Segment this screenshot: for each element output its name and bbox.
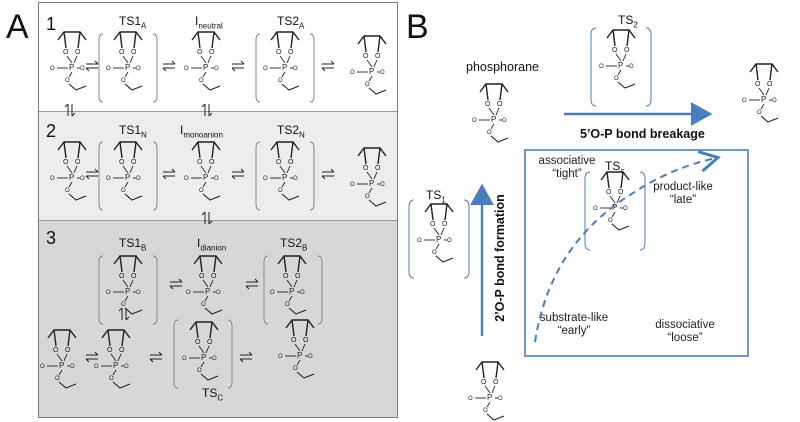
reaction-path-dashed <box>534 150 721 343</box>
phosphorane-structure <box>471 83 509 143</box>
row-2-ts1-structure <box>105 141 143 201</box>
row-3-eq-1 <box>169 278 183 290</box>
row-3-ts1-label: TS1B <box>119 236 147 253</box>
row-1-ts2-label: TS2A <box>277 14 305 31</box>
tsc-structure <box>592 171 630 231</box>
row-2-product <box>349 147 387 207</box>
ts2-label: TS2 <box>618 13 638 30</box>
reaction-space-box <box>524 149 749 357</box>
row-3-second-species <box>93 329 131 389</box>
row-1-intermediate-label: Ineutral <box>195 14 223 31</box>
row-1-eq-4 <box>321 60 335 72</box>
row-2-number: 2 <box>46 121 57 141</box>
row-2-eq-2 <box>162 168 176 180</box>
row-1-2-eq-mid <box>201 103 213 117</box>
product-like-label: product-like“late” <box>653 181 713 206</box>
row-2-intermediate-label: Imonoanion <box>180 123 223 140</box>
row-3-intermediate-structure <box>185 255 223 315</box>
ts1-structure <box>416 203 454 263</box>
row-1-2-eq <box>64 103 76 117</box>
ts2-structure <box>598 29 636 89</box>
row-1-product <box>349 35 387 95</box>
row-2-ts1-label: TS1N <box>119 123 147 140</box>
panel-b-letter: B <box>406 8 429 46</box>
row-3-ts2-label: TS2B <box>280 236 308 253</box>
panel-a-structures: O O P O O O <box>39 31 387 389</box>
row-3-eq-3 <box>85 351 99 363</box>
row-3-eq-4 <box>149 351 163 363</box>
row-3-tsc-structure <box>181 321 219 381</box>
row-3-ts2-structure <box>269 255 307 315</box>
panel-b-diagram: O O P O O O <box>408 27 779 421</box>
product-structure <box>741 63 779 123</box>
row-3-eq-2 <box>245 278 259 290</box>
row-1-eq-1 <box>85 60 99 72</box>
row-3-product <box>277 319 315 379</box>
row-1-intermediate-structure <box>183 31 221 91</box>
row-1-ts1-structure <box>105 31 143 91</box>
substrate-like-label: substrate-like“early” <box>539 312 609 337</box>
row-2-reactant <box>49 141 87 201</box>
row-3-intermediate-label: Idianion <box>197 236 227 253</box>
associative-label: associative“tight” <box>538 155 596 180</box>
row-2-eq-4 <box>321 168 335 180</box>
row-1-eq-2 <box>162 60 176 72</box>
row-2-ts2-label: TS2N <box>277 123 305 140</box>
row-3-number: 3 <box>46 228 57 248</box>
row-2-ts2-structure <box>262 141 300 201</box>
panel-a-letter: A <box>6 8 29 46</box>
row-3-eq-5 <box>239 351 253 363</box>
row-1-ts2-structure <box>262 31 300 91</box>
tsc-label: TSc <box>605 159 625 176</box>
row-1-number: 1 <box>46 14 57 34</box>
row-2-eq-1 <box>85 168 99 180</box>
row-2-eq-3 <box>231 168 245 180</box>
dissociative-label: dissociative“loose” <box>655 319 715 344</box>
bond-breakage-label: 5’O-P bond breakage <box>580 127 705 141</box>
reactant-structure <box>467 361 505 421</box>
row-1-ts1-label: TS1A <box>119 14 147 31</box>
row-3-reactant <box>39 329 77 389</box>
row-1-reactant <box>49 31 87 91</box>
row-2-3-eq <box>201 211 213 225</box>
row-3-tsc-label: TSC <box>202 386 224 403</box>
row-2-intermediate-structure <box>183 141 221 201</box>
row-3-ts1-structure <box>105 255 143 315</box>
phosphorane-label: phosphorane <box>466 60 539 74</box>
row-1-eq-3 <box>231 60 245 72</box>
ts1-label: TS1 <box>426 188 446 205</box>
